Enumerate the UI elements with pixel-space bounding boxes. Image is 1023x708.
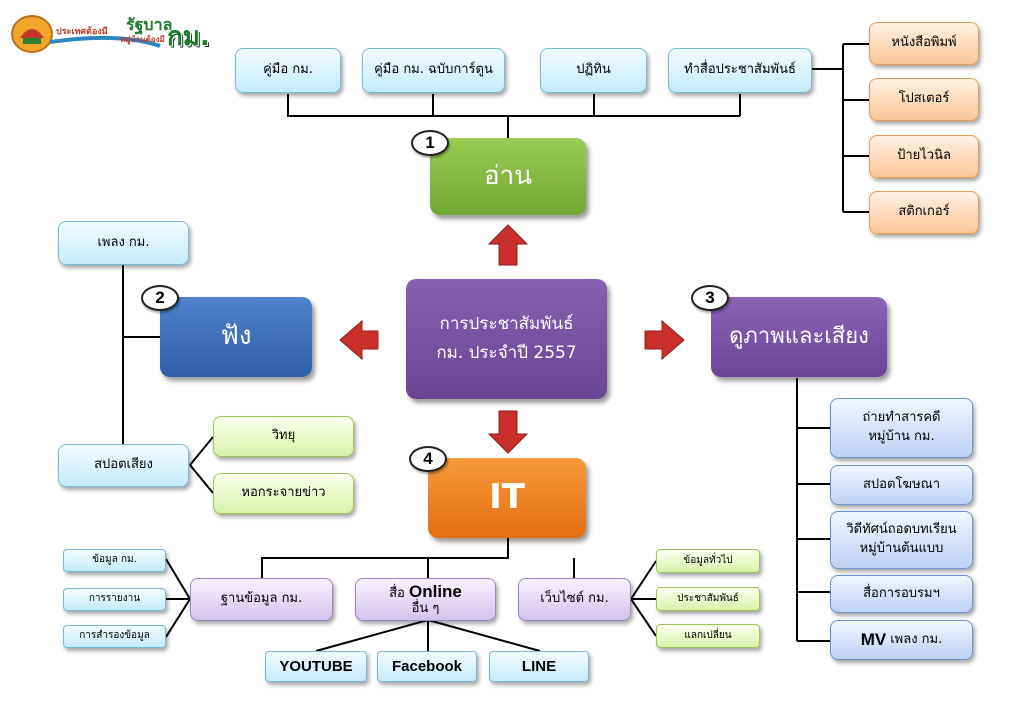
watch-item-training[interactable]: สื่อการอบรมฯ xyxy=(830,575,973,613)
web-sub-label: แลกเปลี่ยน xyxy=(684,629,732,641)
logo-text-3: หมู่บ้านต้องมี xyxy=(120,35,165,44)
pr-media-label: สติกเกอร์ xyxy=(898,204,950,220)
read-item-manual[interactable]: คู่มือ กม. xyxy=(235,48,341,93)
it-item-website[interactable]: เว็บไซต์ กม. xyxy=(518,578,631,621)
watch-item-line: หมู่บ้านต้นแบบ xyxy=(859,541,944,556)
read-item-cartoon-manual[interactable]: คู่มือ กม. ฉบับการ์ตูน xyxy=(362,48,505,93)
listen-item-song[interactable]: เพลง กม. xyxy=(58,221,189,265)
listen-item-label: วิทยุ xyxy=(271,428,296,444)
logo-text-2: รัฐบาล xyxy=(126,15,173,34)
arrow-down xyxy=(487,410,529,454)
center-line-2: กม. ประจำปี 2557 xyxy=(436,343,577,363)
read-connector xyxy=(287,94,741,138)
it-connector xyxy=(261,538,575,578)
it-item-label: ฐานข้อมูล กม. xyxy=(220,591,303,607)
pr-media-connector xyxy=(812,43,869,213)
center-line-1: การประชาสัมพันธ์ xyxy=(439,314,574,335)
listen-connector xyxy=(122,265,160,444)
listen-item-tower[interactable]: หอกระจายข่าว xyxy=(213,473,354,514)
listen-item-spot[interactable]: สปอตเสียง xyxy=(58,444,189,487)
pr-media-vinyl[interactable]: ป้ายไวนิล xyxy=(869,135,979,178)
db-sub-backup[interactable]: การสำรองข้อมูล xyxy=(63,625,166,648)
read-item-calendar[interactable]: ปฏิทิน xyxy=(540,48,647,93)
social-label: Facebook xyxy=(391,657,463,675)
watch-item-label: สปอตโฆษณา xyxy=(863,476,940,492)
read-item-pr-media[interactable]: ทำสื่อประชาสัมพันธ์ xyxy=(668,48,812,93)
social-facebook[interactable]: Facebook xyxy=(377,651,477,682)
it-item-database[interactable]: ฐานข้อมูล กม. xyxy=(190,578,333,621)
read-item-label: คู่มือ กม. xyxy=(263,62,313,78)
online-suffix: อื่น ๆ xyxy=(411,601,440,616)
watch-item-line: ถ่ายทำสารคดี xyxy=(862,410,941,426)
branch-listen[interactable]: ฟัง xyxy=(160,297,312,377)
social-label: LINE xyxy=(521,657,557,675)
logo: ประเทศต้องมี รัฐบาล หมู่บ้านต้องมี กม. xyxy=(10,12,215,56)
web-sub-general[interactable]: ข้อมูลทั่วไป xyxy=(656,549,760,573)
read-item-label: ปฏิทิน xyxy=(576,62,611,78)
mv-prefix: MV xyxy=(860,629,887,649)
branch-listen-label: ฟัง xyxy=(220,321,252,352)
db-sub-report[interactable]: การรายงาน xyxy=(63,588,166,611)
web-sub-label: ข้อมูลทั่วไป xyxy=(683,554,733,566)
arrow-left xyxy=(339,319,379,361)
pr-media-label: ป้ายไวนิล xyxy=(897,148,951,164)
social-line[interactable]: LINE xyxy=(489,651,589,682)
watch-connector xyxy=(796,378,830,642)
pr-media-label: หนังสือพิมพ์ xyxy=(891,35,957,51)
branch-read[interactable]: อ่าน xyxy=(430,138,586,215)
listen-item-label: หอกระจายข่าว xyxy=(241,485,326,501)
watch-item-documentary[interactable]: ถ่ายทำสารคดี หมู่บ้าน กม. xyxy=(830,398,973,458)
watch-item-video[interactable]: วิดีทัศน์ถอดบทเรียน หมู่บ้านต้นแบบ xyxy=(830,511,973,569)
branch-it-label: IT xyxy=(489,477,525,518)
branch-watch-number: 3 xyxy=(691,285,729,311)
listen-item-label: เพลง กม. xyxy=(97,234,150,250)
web-sub-exchange[interactable]: แลกเปลี่ยน xyxy=(656,624,760,648)
pr-media-sticker[interactable]: สติกเกอร์ xyxy=(869,191,979,234)
listen-item-label: สปอตเสียง xyxy=(94,457,153,473)
db-sub-data[interactable]: ข้อมูล กม. xyxy=(63,549,166,572)
pr-media-poster[interactable]: โปสเตอร์ xyxy=(869,78,979,121)
spot-connector xyxy=(189,436,214,494)
watch-item-line: วิดีทัศน์ถอดบทเรียน xyxy=(846,522,957,538)
web-sub-label: ประชาสัมพันธ์ xyxy=(677,592,739,604)
branch-read-label: อ่าน xyxy=(484,160,532,191)
web-sub-pr[interactable]: ประชาสัมพันธ์ xyxy=(656,587,760,611)
read-item-label: คู่มือ กม. ฉบับการ์ตูน xyxy=(374,62,493,78)
online-title: สื่อ Online xyxy=(389,582,462,602)
mv-suffix: เพลง กม. xyxy=(890,631,943,647)
pr-media-label: โปสเตอร์ xyxy=(898,91,950,107)
watch-item-mv[interactable]: MV เพลง กม. xyxy=(830,620,973,660)
listen-item-radio[interactable]: วิทยุ xyxy=(213,416,354,457)
social-label: YOUTUBE xyxy=(279,657,353,675)
branch-listen-number: 2 xyxy=(141,285,179,311)
social-youtube[interactable]: YOUTUBE xyxy=(265,651,367,682)
db-sub-label: ข้อมูล กม. xyxy=(92,554,137,566)
read-item-label: ทำสื่อประชาสัมพันธ์ xyxy=(684,62,796,78)
it-item-online[interactable]: สื่อ Online อื่น ๆ xyxy=(355,578,496,621)
branch-watch-label: ดูภาพและเสียง xyxy=(729,324,869,350)
branch-it-number: 4 xyxy=(409,446,447,472)
logo-text-1: ประเทศต้องมี xyxy=(56,27,108,37)
logo-emblem-icon xyxy=(11,15,161,53)
pr-media-newspaper[interactable]: หนังสือพิมพ์ xyxy=(869,22,979,65)
watch-item-ad-spot[interactable]: สปอตโฆษณา xyxy=(830,465,973,505)
website-connector xyxy=(630,560,657,637)
db-sub-label: การรายงาน xyxy=(88,593,141,605)
db-sub-label: การสำรองข้อมูล xyxy=(79,630,150,642)
online-connector xyxy=(315,619,541,652)
it-item-label: เว็บไซต์ กม. xyxy=(540,591,609,607)
logo-abbr: กม. xyxy=(167,22,210,52)
branch-it[interactable]: IT xyxy=(428,458,586,538)
branch-read-number: 1 xyxy=(411,130,449,156)
database-connector xyxy=(165,558,191,638)
branch-watch[interactable]: ดูภาพและเสียง xyxy=(711,297,887,377)
arrow-up xyxy=(487,224,529,266)
center-title[interactable]: การประชาสัมพันธ์ กม. ประจำปี 2557 xyxy=(406,279,607,399)
watch-item-line: หมู่บ้าน กม. xyxy=(868,429,935,444)
arrow-right xyxy=(644,319,685,361)
watch-item-label: สื่อการอบรมฯ xyxy=(863,585,940,601)
